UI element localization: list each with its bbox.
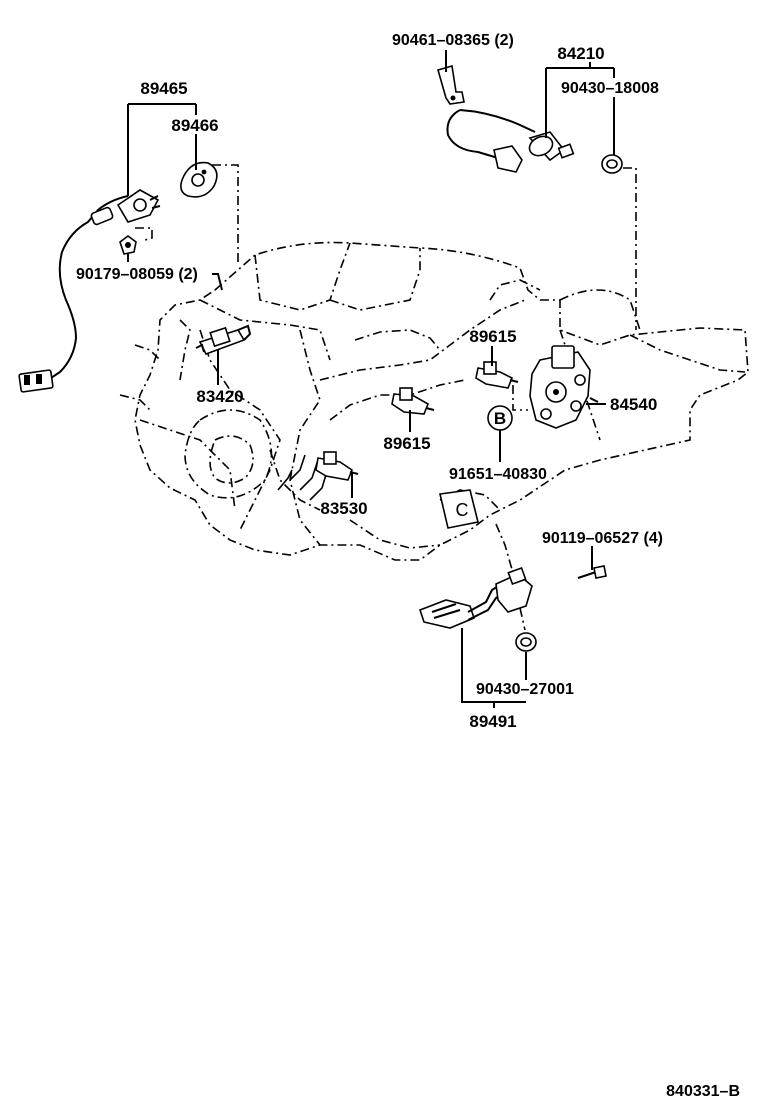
sensor-83530-icon — [315, 451, 359, 481]
leader-lines — [127, 50, 615, 708]
sensor-84210-icon — [446, 109, 575, 173]
ring-90430-27001-icon — [515, 632, 537, 652]
label-83530: 83530 — [320, 499, 367, 518]
label-89615-upper: 89615 — [469, 327, 516, 346]
gasket-89466-icon — [180, 161, 218, 198]
label-83420: 83420 — [196, 387, 243, 406]
label-89466: 89466 — [171, 116, 218, 135]
guide-lines — [135, 164, 637, 631]
callout-b: B — [487, 405, 513, 431]
label-90430-27001: 90430–27001 — [476, 681, 574, 698]
label-89491: 89491 — [469, 712, 516, 731]
bolt-90119-icon — [577, 565, 607, 579]
clamp-90461-icon — [437, 64, 465, 105]
label-90430-18008: 90430–18008 — [561, 80, 659, 97]
sensor-89615-lower-icon — [391, 387, 435, 415]
label-90461-08365: 90461–08365 (2) — [392, 32, 514, 49]
callout-b-text: B — [494, 409, 506, 428]
sensor-89615-upper-icon — [475, 361, 519, 389]
label-90119-06527: 90119–06527 (4) — [542, 530, 663, 547]
sensor-89465-icon — [18, 189, 161, 393]
gasket-plate-icon — [439, 489, 479, 529]
reference-code: 840331–B — [666, 1083, 740, 1100]
callout-c: C — [456, 500, 469, 520]
washer-90179-icon — [119, 235, 137, 255]
sensor-89491-icon — [418, 566, 533, 629]
label-89465: 89465 — [140, 79, 187, 98]
label-91651-40830: 91651–40830 — [449, 466, 547, 483]
switch-83420-icon — [195, 324, 252, 355]
label-90179-08059: 90179–08059 (2) — [76, 266, 198, 283]
switch-84540-icon — [529, 345, 599, 429]
label-84210: 84210 — [557, 44, 604, 63]
part-labels: 89465 89466 90179–08059 (2) 83420 90461–… — [76, 32, 663, 731]
ring-90430-18008-icon — [601, 154, 623, 174]
callout-c-text: C — [456, 500, 469, 520]
label-84540: 84540 — [610, 395, 657, 414]
label-89615-lower: 89615 — [383, 434, 430, 453]
